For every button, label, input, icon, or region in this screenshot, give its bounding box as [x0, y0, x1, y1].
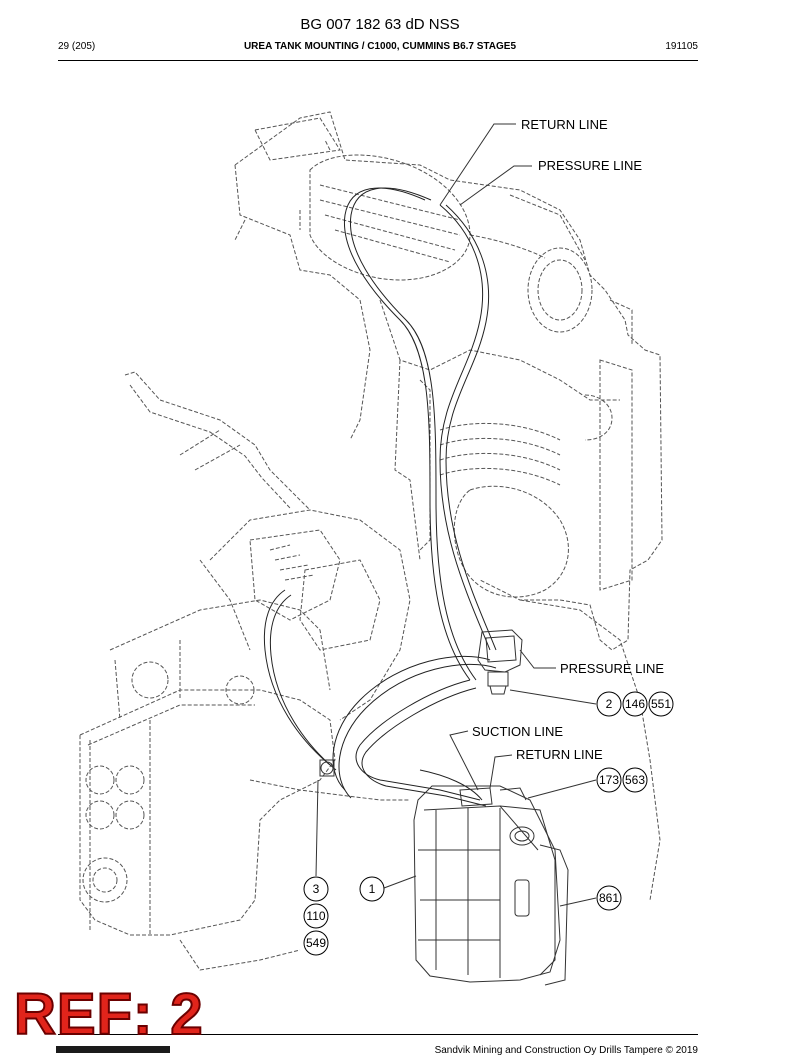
- ref-stamp: REF: 2: [13, 982, 204, 1047]
- callout-pressure-line-top: PRESSURE LINE: [538, 158, 642, 173]
- hose-lines: [263, 187, 497, 807]
- svg-text:173: 173: [599, 773, 619, 787]
- part-balloon-549: 549: [303, 930, 329, 956]
- part-balloon-3: 3: [303, 876, 329, 902]
- svg-text:1: 1: [369, 882, 376, 896]
- header-rule: [58, 60, 698, 61]
- document-code: BG 007 182 63 dD NSS: [300, 16, 460, 33]
- engine-outline: [79, 111, 663, 971]
- callout-suction-line: SUCTION LINE: [472, 724, 563, 739]
- svg-text:3: 3: [313, 882, 320, 896]
- part-balloon-2: 2: [596, 691, 622, 717]
- callout-return-line-top: RETURN LINE: [521, 117, 608, 132]
- fitting-3: [319, 759, 335, 777]
- svg-text:861: 861: [599, 891, 619, 905]
- svg-text:551: 551: [651, 697, 671, 711]
- sandvik-logo-icon: [56, 1046, 170, 1053]
- part-balloon-1: 1: [359, 876, 385, 902]
- page-title: UREA TANK MOUNTING / C1000, CUMMINS B6.7…: [243, 41, 517, 52]
- leader-lines: [315, 123, 597, 907]
- part-balloon-173: 173: [596, 767, 622, 793]
- svg-text:146: 146: [625, 697, 645, 711]
- urea-tank: [413, 785, 569, 986]
- callout-pressure-line-mid: PRESSURE LINE: [560, 661, 664, 676]
- urea-pump: [477, 629, 523, 695]
- part-balloon-551: 551: [648, 691, 674, 717]
- part-balloon-861: 861: [596, 885, 622, 911]
- part-balloon-563: 563: [622, 767, 648, 793]
- page-number: 29 (205): [58, 41, 96, 52]
- part-balloon-146: 146: [622, 691, 648, 717]
- footer-copyright: Sandvik Mining and Construction Oy Drill…: [434, 1045, 698, 1056]
- svg-text:563: 563: [625, 773, 645, 787]
- revision-date: 191105: [665, 41, 698, 52]
- svg-text:110: 110: [306, 909, 325, 923]
- footer-rule: [58, 1034, 698, 1035]
- svg-text:549: 549: [306, 936, 326, 950]
- svg-text:2: 2: [606, 697, 613, 711]
- part-balloon-110: 110: [303, 903, 329, 929]
- callout-return-line-mid: RETURN LINE: [516, 747, 603, 762]
